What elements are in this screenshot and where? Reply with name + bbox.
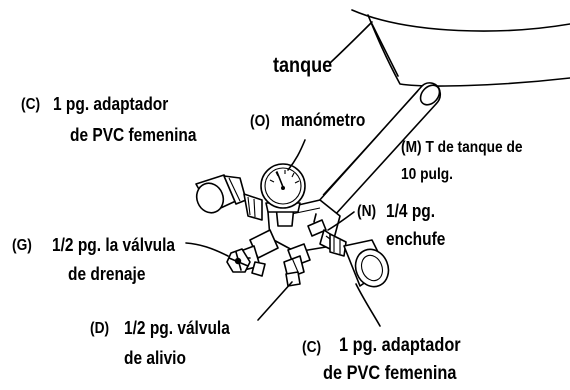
relief-line1: 1/2 pg. válvula <box>124 318 230 338</box>
plug-code: (N) <box>357 203 377 220</box>
plug-leader <box>327 211 355 231</box>
tee-label-line1: (M) T de tanque de <box>401 139 523 156</box>
drain-code: (G) <box>12 237 32 254</box>
tank <box>351 9 570 87</box>
top-pvc-adapter <box>195 174 263 221</box>
drain-valve <box>226 229 279 277</box>
bottom-adapter-line1: 1 pg. adaptador <box>339 335 461 356</box>
tee-pipe <box>317 82 442 217</box>
drain-leader <box>185 242 229 257</box>
top-adapter-line1: 1 pg. adaptador <box>53 94 169 114</box>
relief-valve <box>283 243 311 287</box>
plug-line1: 1/4 pg. <box>386 201 436 221</box>
gauge-leader <box>287 139 306 171</box>
relief-code: (D) <box>90 320 110 337</box>
plug-line2: enchufe <box>386 229 446 249</box>
top-adapter-code: (C) <box>21 96 41 113</box>
drain-line1: 1/2 pg. la válvula <box>52 235 176 255</box>
pressure-gauge <box>260 163 306 227</box>
drain-line2: de drenaje <box>68 264 146 284</box>
bottom-adapter-code: (C) <box>302 339 322 356</box>
gauge-label: manómetro <box>281 110 366 130</box>
relief-line2: de alivio <box>124 348 186 368</box>
bottom-adapter-leader <box>355 283 381 327</box>
top-adapter-line2: de PVC femenina <box>70 125 197 145</box>
tee-label-line2: 10 pulg. <box>401 166 453 183</box>
gauge-code: (O) <box>250 113 270 130</box>
bottom-pvc-adapter <box>329 233 390 288</box>
tank-leader <box>329 21 373 64</box>
tank-label: tanque <box>273 54 333 77</box>
bottom-adapter-line2: de PVC femenina <box>323 363 457 384</box>
relief-leader <box>257 281 293 321</box>
